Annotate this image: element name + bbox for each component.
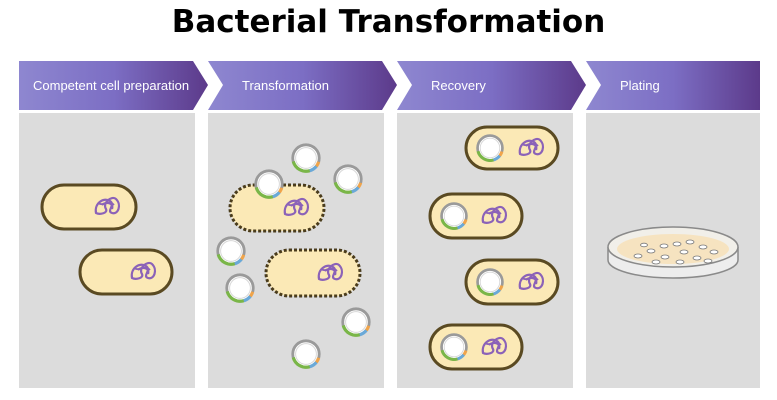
plasmid-icon [341,307,371,337]
plasmid-icon [333,164,363,194]
bacterial-colonies [633,239,719,265]
plasmid-icon [476,134,504,162]
plasmid-icon [254,169,284,199]
competent-cell [40,183,138,231]
plasmid-icon [440,202,468,230]
permeable-cell [228,183,326,233]
step-label-transformation: Transformation [242,78,329,93]
plasmid-icon [291,143,321,173]
step-label-recovery: Recovery [431,78,486,93]
plasmid-icon [216,236,246,266]
transformed-cell [428,323,524,371]
plasmid-icon [291,339,321,369]
plasmid-icon [476,268,504,296]
transformed-cell [464,258,560,306]
transformed-cell [428,192,524,240]
competent-cell [78,248,174,296]
plasmid-icon [225,273,255,303]
petri-dish-icon [607,226,739,279]
step-header-bar [19,61,760,110]
permeable-cell [264,248,362,298]
diagram-title: Bacterial Transformation [171,4,606,40]
step-label-plating: Plating [620,78,660,93]
transformed-cell [464,125,560,171]
step-label-competent: Competent cell preparation [33,78,189,93]
plasmid-icon [440,333,468,361]
